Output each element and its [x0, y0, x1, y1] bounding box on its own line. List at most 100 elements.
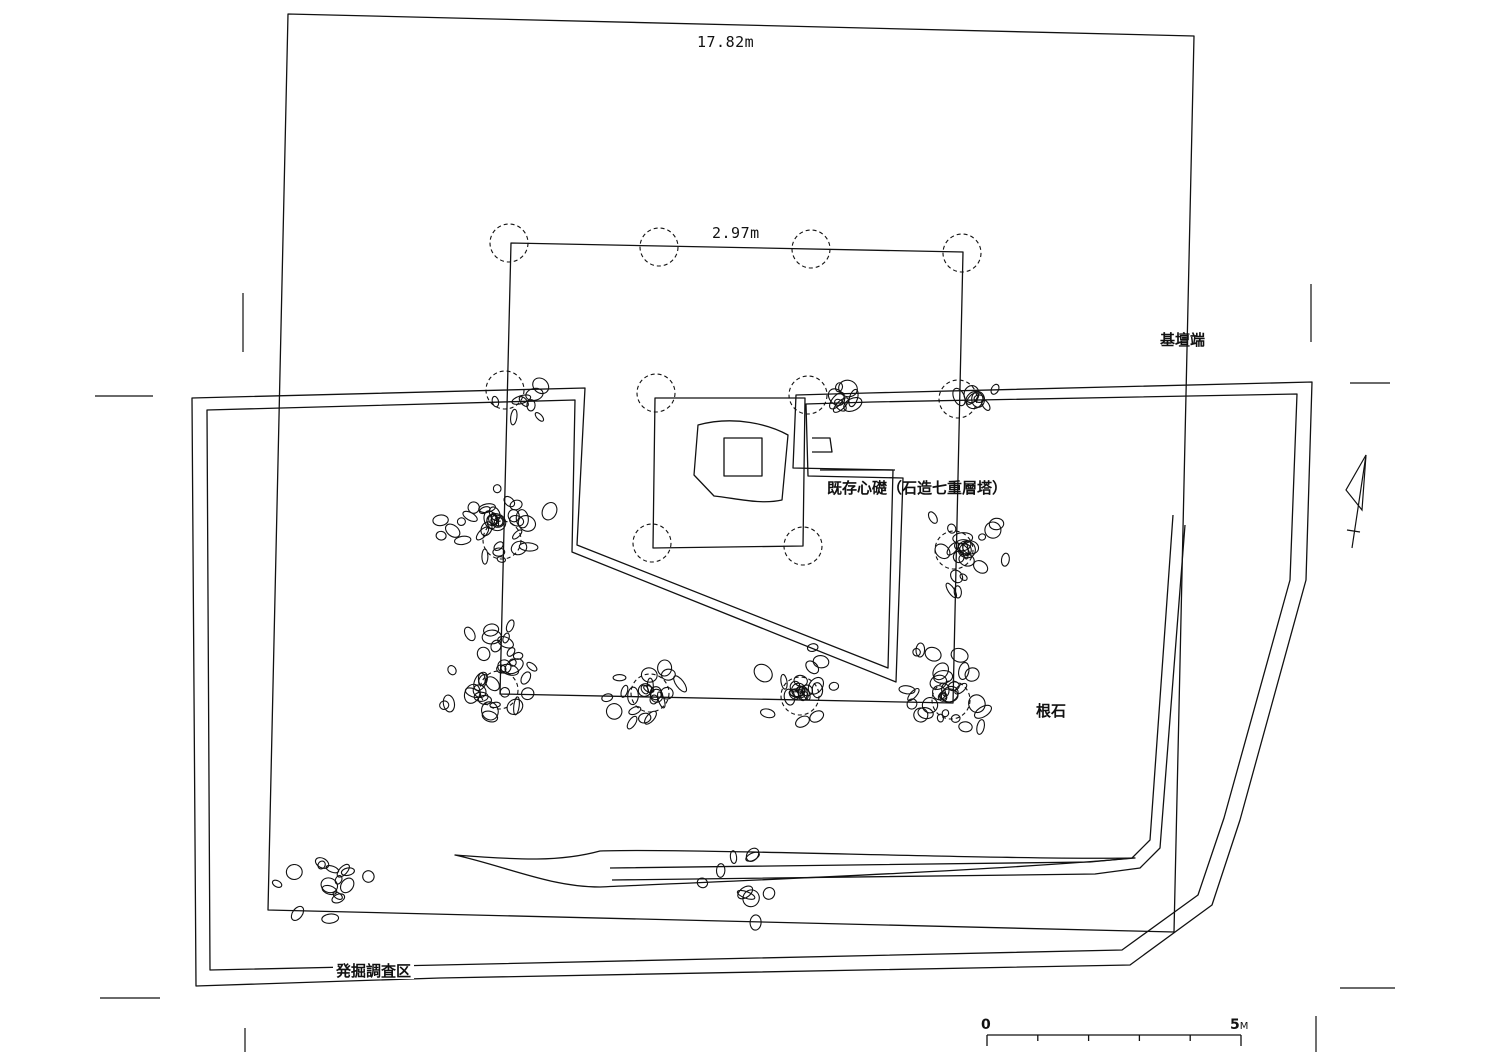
root-stone — [483, 623, 500, 637]
root-stone — [340, 867, 355, 877]
root-stone — [906, 698, 918, 710]
root-stone — [513, 696, 520, 716]
root-stone — [834, 382, 844, 393]
root-stone — [628, 706, 642, 716]
root-stone — [673, 675, 688, 693]
root-stone — [454, 535, 472, 546]
root-stone — [947, 523, 957, 534]
root-stone — [912, 647, 921, 657]
root-stone — [649, 694, 659, 705]
pillar-circle — [630, 673, 670, 713]
root-stone — [612, 674, 627, 682]
root-stone — [990, 383, 1000, 395]
root-stone — [783, 688, 796, 706]
pillar-circle — [639, 227, 679, 267]
root-stone — [601, 693, 614, 703]
root-stone — [827, 388, 846, 406]
notch — [812, 437, 833, 453]
pillar-circle — [636, 373, 676, 413]
root-stone — [696, 877, 709, 889]
root-stone — [518, 542, 539, 552]
root-stone — [321, 913, 340, 924]
root-stone — [917, 707, 934, 720]
root-stone — [715, 863, 726, 878]
root-stone — [927, 511, 938, 524]
root-stone — [929, 674, 948, 690]
root-stone — [737, 885, 754, 900]
root-stone — [472, 684, 487, 698]
root-stone — [503, 495, 516, 508]
root-stone — [988, 517, 1005, 531]
root-stone — [490, 512, 500, 528]
root-stone — [507, 509, 520, 523]
root-stones-label: 根石 — [1036, 702, 1067, 720]
root-stone — [973, 704, 993, 719]
root-stone — [640, 667, 658, 683]
root-stone — [807, 676, 825, 695]
root-stone — [512, 651, 524, 660]
excavation-area-outline — [191, 381, 1313, 987]
root-stone — [508, 658, 517, 667]
root-stone — [515, 509, 529, 529]
root-stone — [742, 889, 760, 908]
root-stone — [510, 540, 528, 556]
pillar-circle — [788, 375, 828, 415]
root-stone — [331, 893, 346, 904]
root-stone — [952, 532, 974, 545]
root-stone — [838, 379, 858, 398]
root-stone — [806, 643, 819, 653]
root-stone — [325, 865, 340, 874]
root-stone — [509, 514, 525, 527]
root-stone — [950, 647, 969, 663]
root-stone — [534, 412, 545, 422]
scale-end-label: 5M — [1230, 1018, 1248, 1032]
root-stone — [828, 681, 840, 691]
root-stone — [958, 553, 975, 567]
root-stone — [620, 684, 629, 698]
root-stone — [978, 533, 987, 541]
root-stone — [506, 647, 516, 657]
root-stone — [290, 905, 305, 921]
root-stone — [520, 687, 535, 701]
pillar-circle — [791, 229, 831, 269]
root-stone — [481, 548, 489, 565]
root-stone — [968, 694, 986, 714]
root-stone — [660, 686, 674, 700]
root-stone — [638, 712, 652, 724]
root-stone — [506, 698, 524, 715]
root-stone — [963, 384, 980, 404]
root-stone — [832, 397, 849, 413]
root-stone — [517, 515, 537, 532]
root-stone — [505, 619, 515, 633]
pillar-circle — [783, 526, 823, 566]
root-stone — [481, 629, 502, 645]
scale-start-label: 0 — [981, 1017, 991, 1033]
root-stone — [332, 891, 343, 901]
root-stone — [657, 659, 673, 677]
root-stone — [314, 857, 330, 869]
root-stone — [898, 685, 916, 695]
root-stone — [500, 663, 520, 676]
trench-right-line-2 — [611, 524, 1186, 881]
root-stone — [492, 484, 502, 494]
root-stone — [509, 408, 518, 426]
root-stone — [954, 682, 968, 695]
root-stone — [626, 715, 638, 730]
root-stone — [907, 687, 920, 702]
pillar-circle — [942, 233, 982, 273]
bottom-trench — [454, 849, 1136, 888]
root-stone — [463, 683, 481, 704]
root-stone — [640, 684, 650, 695]
pillar-circle — [482, 520, 522, 560]
north-arrow-icon — [1345, 454, 1367, 549]
root-stone — [932, 662, 950, 681]
root-stone — [932, 685, 946, 701]
root-stone — [947, 681, 960, 692]
central-stone-area — [652, 397, 806, 549]
root-stone — [491, 395, 500, 408]
root-stone — [644, 710, 657, 725]
root-stone — [444, 523, 461, 538]
scale-end-unit: M — [1239, 1021, 1249, 1032]
root-stone — [478, 506, 491, 515]
